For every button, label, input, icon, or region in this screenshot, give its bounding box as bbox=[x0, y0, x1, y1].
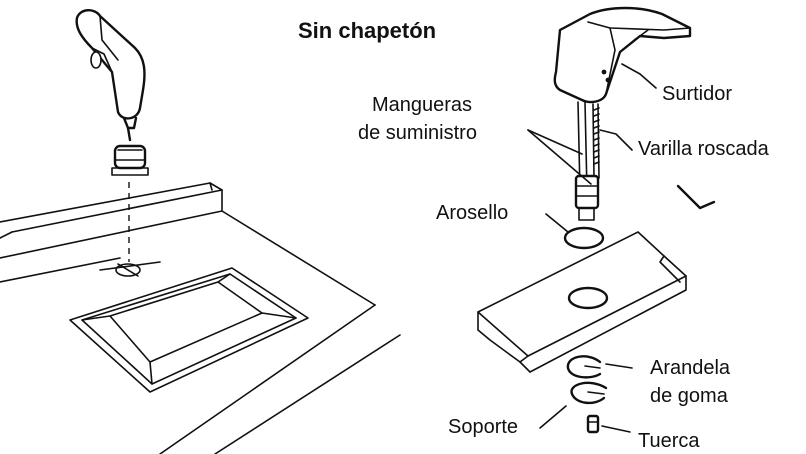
label-surtidor: Surtidor bbox=[662, 83, 732, 105]
label-arosello: Arosello bbox=[436, 202, 508, 224]
label-varilla: Varilla roscada bbox=[638, 138, 770, 160]
label-arandela-line2: de goma bbox=[650, 385, 729, 407]
label-mangueras-line1: Mangueras bbox=[372, 94, 472, 116]
nut bbox=[586, 414, 600, 434]
label-tuerca: Tuerca bbox=[638, 430, 700, 452]
label-soporte: Soporte bbox=[448, 416, 518, 438]
spout bbox=[553, 6, 692, 104]
countertop bbox=[0, 182, 401, 454]
threaded-rod-and-hoses bbox=[574, 101, 600, 221]
hex-key bbox=[676, 184, 716, 210]
label-mangueras-line2: de suministro bbox=[358, 122, 477, 144]
left-faucet bbox=[75, 9, 149, 176]
mounting-hole bbox=[99, 261, 161, 277]
leader-lines bbox=[527, 63, 657, 433]
mounting-plate bbox=[477, 231, 687, 373]
rubber-washer bbox=[566, 355, 602, 379]
sink-basin bbox=[69, 267, 309, 393]
bracket bbox=[570, 381, 608, 405]
o-ring bbox=[563, 226, 605, 250]
diagram-title: Sin chapetón bbox=[298, 18, 436, 43]
label-arandela-line1: Arandela bbox=[650, 357, 731, 379]
